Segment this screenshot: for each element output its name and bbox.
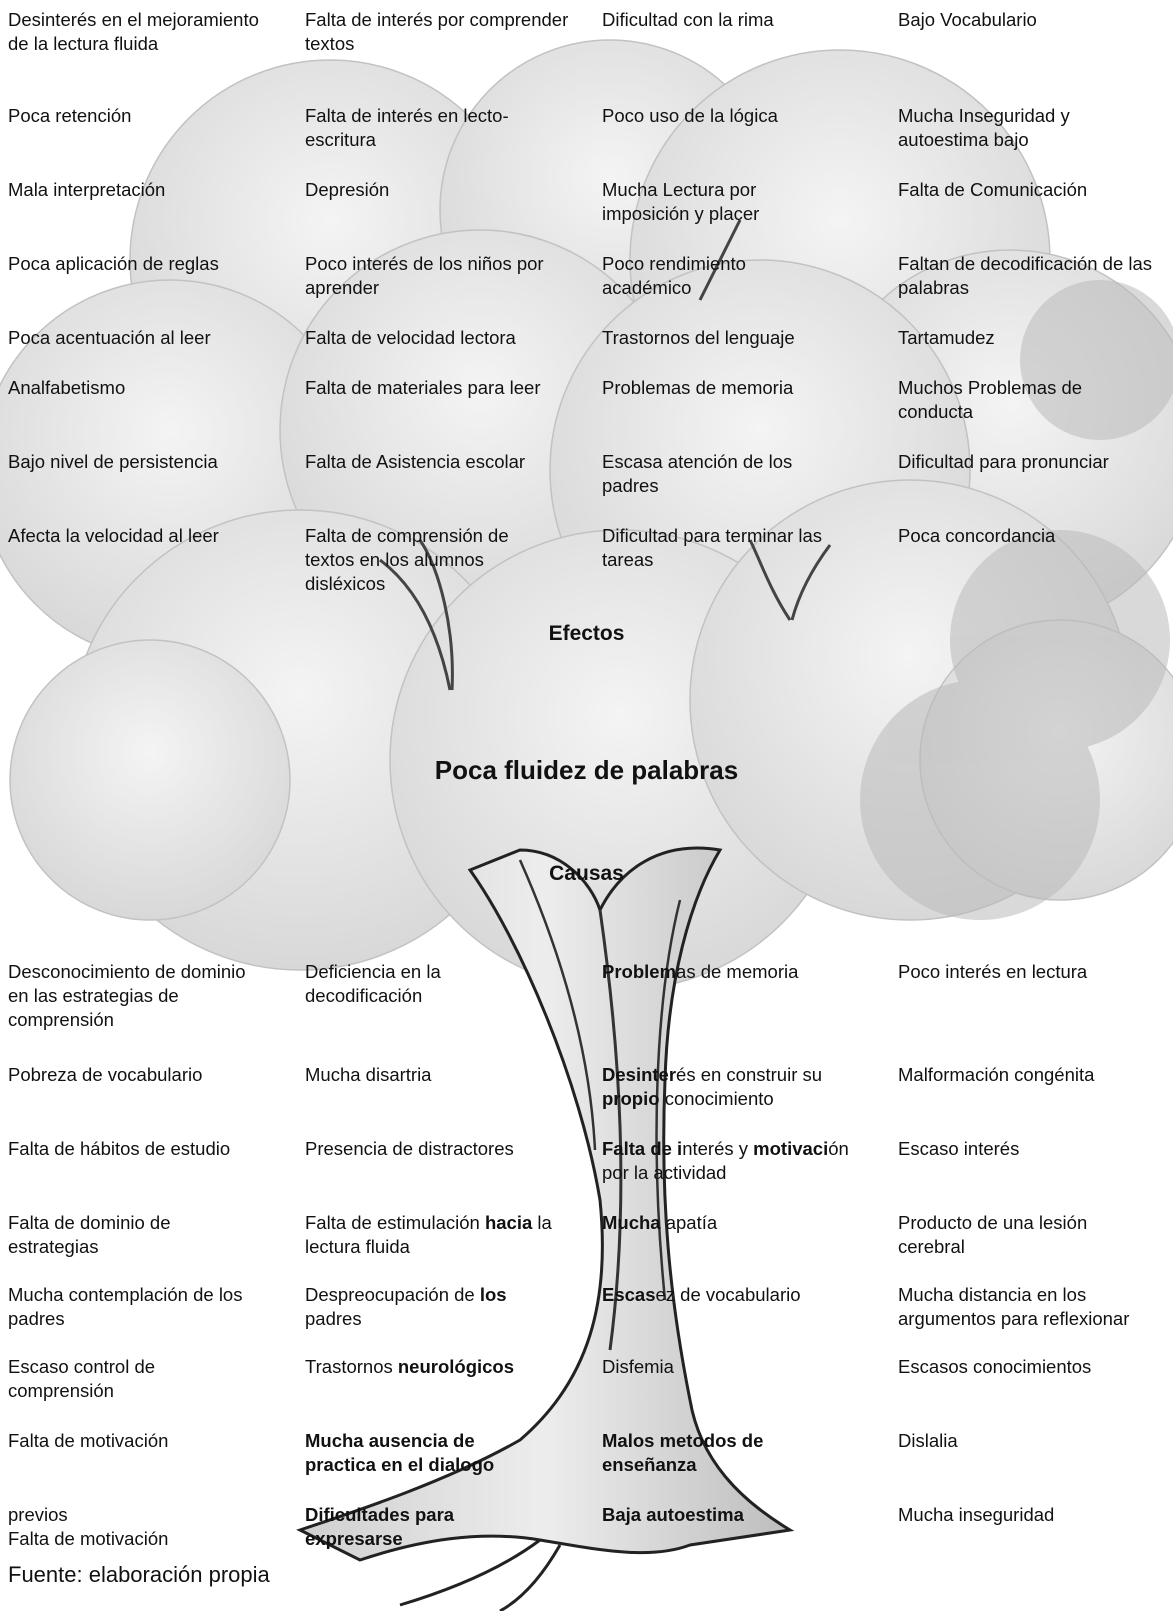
cause-bold-text: Falta de i (602, 1138, 682, 1159)
effect-item: Tartamudez (898, 326, 1168, 350)
cause-text: és en construir su (676, 1064, 822, 1085)
cause-item: Malformación congénita (898, 1063, 1168, 1087)
cause-text: as de memoria (676, 961, 798, 982)
cause-bold-text: Dificultades para expresarse (305, 1504, 454, 1549)
effect-item: Trastornos del lenguaje (602, 326, 872, 350)
effect-item: Poco uso de la lógica (602, 104, 872, 128)
effect-item: Muchos Problemas de conducta (898, 376, 1138, 424)
cause-item: Poco interés en lectura (898, 960, 1168, 984)
effect-item: Analfabetismo (8, 376, 278, 400)
cause-item: Producto de una lesión cerebral (898, 1211, 1138, 1259)
cause-item: Presencia de distractores (305, 1137, 575, 1161)
cause-item: Dislalia (898, 1429, 1168, 1453)
cause-bold-text: hacia (485, 1212, 532, 1233)
effect-item: Mala interpretación (8, 178, 278, 202)
cause-bold-text: Baja autoestima (602, 1504, 744, 1525)
cause-bold-text: propio (602, 1088, 665, 1109)
cause-text: ez de vocabulario (656, 1284, 801, 1305)
cause-item: Mucha inseguridad (898, 1503, 1168, 1527)
central-problem: Poca fluidez de palabras (0, 755, 1173, 786)
effect-item: Poca concordancia (898, 524, 1168, 548)
cause-bold-text: Desinter (602, 1064, 676, 1085)
cause-item: Escaso interés (898, 1137, 1168, 1161)
cause-bold-text: los (480, 1284, 507, 1305)
cause-item: Falta de interés y motivación por la act… (602, 1137, 872, 1185)
cause-bold-text: Mucha (602, 1212, 666, 1233)
effects-heading: Efectos (0, 622, 1173, 646)
causes-heading: Causas (0, 862, 1173, 886)
effect-item: Falta de interés por comprender textos (305, 8, 575, 56)
cause-item: Pobreza de vocabulario (8, 1063, 278, 1087)
cause-item: Desinterés en construir su propio conoci… (602, 1063, 867, 1111)
effect-item: Bajo Vocabulario (898, 8, 1168, 32)
effect-item: Poco rendimiento académico (602, 252, 802, 300)
cause-item: Baja autoestima (602, 1503, 872, 1527)
effect-item: Poca retención (8, 104, 278, 128)
effect-item: Mucha Lectura por imposición y placer (602, 178, 842, 226)
cause-item: Mucha distancia en los argumentos para r… (898, 1283, 1168, 1331)
source-note: Fuente: elaboración propia (8, 1562, 270, 1588)
cause-item: Deficiencia en la decodificación (305, 960, 505, 1008)
effect-item: Mucha Inseguridad y autoestima bajo (898, 104, 1138, 152)
effect-item: Depresión (305, 178, 575, 202)
cause-item: Trastornos neurológicos (305, 1355, 575, 1379)
cause-text: conocimiento (665, 1088, 774, 1109)
effect-item: Afecta la velocidad al leer (8, 524, 278, 548)
cause-item: Despreocupación de los padres (305, 1283, 555, 1331)
cause-item: Falta de motivación (8, 1429, 278, 1453)
cause-text: padres (305, 1308, 362, 1329)
effect-item: Falta de Comunicación (898, 178, 1168, 202)
effect-item: Poco interés de los niños por aprender (305, 252, 565, 300)
cause-bold-text: motivaci (753, 1138, 828, 1159)
cause-text: Despreocupación de (305, 1284, 480, 1305)
effect-item: Falta de Asistencia escolar (305, 450, 575, 474)
effect-item: Falta de interés en lecto-escritura (305, 104, 560, 152)
cause-bold-text: Mucha ausencia de practica en el dialogo (305, 1430, 494, 1475)
cause-bold-text: Malos metodos de enseñanza (602, 1430, 763, 1475)
effect-item: Poca aplicación de reglas (8, 252, 278, 276)
cause-text: previos (8, 1503, 278, 1527)
cause-bold-text: Escas (602, 1284, 656, 1305)
cause-item: Disfemia (602, 1355, 872, 1379)
cause-item: Mucha ausencia de practica en el dialogo (305, 1429, 535, 1477)
cause-item: Falta de hábitos de estudio (8, 1137, 278, 1161)
cause-item: Escaso control de comprensión (8, 1355, 208, 1403)
cause-item: Escasez de vocabulario (602, 1283, 872, 1307)
cause-item: Malos metodos de enseñanza (602, 1429, 812, 1477)
effect-item: Falta de materiales para leer (305, 376, 555, 400)
cause-item: Problemas de memoria (602, 960, 872, 984)
cause-text: Trastornos (305, 1356, 398, 1377)
cause-text: Falta de estimulación (305, 1212, 485, 1233)
cause-text: apatía (666, 1212, 717, 1233)
cause-text: Falta de motivación (8, 1527, 278, 1551)
effect-item: Dificultad para pronunciar (898, 450, 1168, 474)
cause-item: Desconocimiento de dominio en las estrat… (8, 960, 268, 1032)
cause-item: Mucha contemplación de los padres (8, 1283, 258, 1331)
cause-item: previosFalta de motivación (8, 1503, 278, 1551)
effect-item: Poca acentuación al leer (8, 326, 278, 350)
cause-item: Mucha apatía (602, 1211, 872, 1235)
cause-item: Falta de estimulación hacia la lectura f… (305, 1211, 580, 1259)
cause-item: Mucha disartria (305, 1063, 575, 1087)
effect-item: Faltan de decodificación de las palabras (898, 252, 1168, 300)
cause-item: Falta de dominio de estrategias (8, 1211, 228, 1259)
cause-text: nterés y (682, 1138, 753, 1159)
effect-item: Falta de velocidad lectora (305, 326, 575, 350)
effect-item: Dificultad con la rima (602, 8, 872, 32)
cause-bold-text: neurológicos (398, 1356, 514, 1377)
cause-item: Escasos conocimientos (898, 1355, 1168, 1379)
effect-item: Desinterés en el mejoramiento de la lect… (8, 8, 263, 56)
effect-item: Bajo nivel de persistencia (8, 450, 278, 474)
effect-item: Falta de comprensión de textos en los al… (305, 524, 560, 596)
effect-item: Problemas de memoria (602, 376, 872, 400)
cause-item: Dificultades para expresarse (305, 1503, 505, 1551)
effect-item: Escasa atención de los padres (602, 450, 842, 498)
effect-item: Dificultad para terminar las tareas (602, 524, 867, 572)
cause-bold-text: Problem (602, 961, 676, 982)
